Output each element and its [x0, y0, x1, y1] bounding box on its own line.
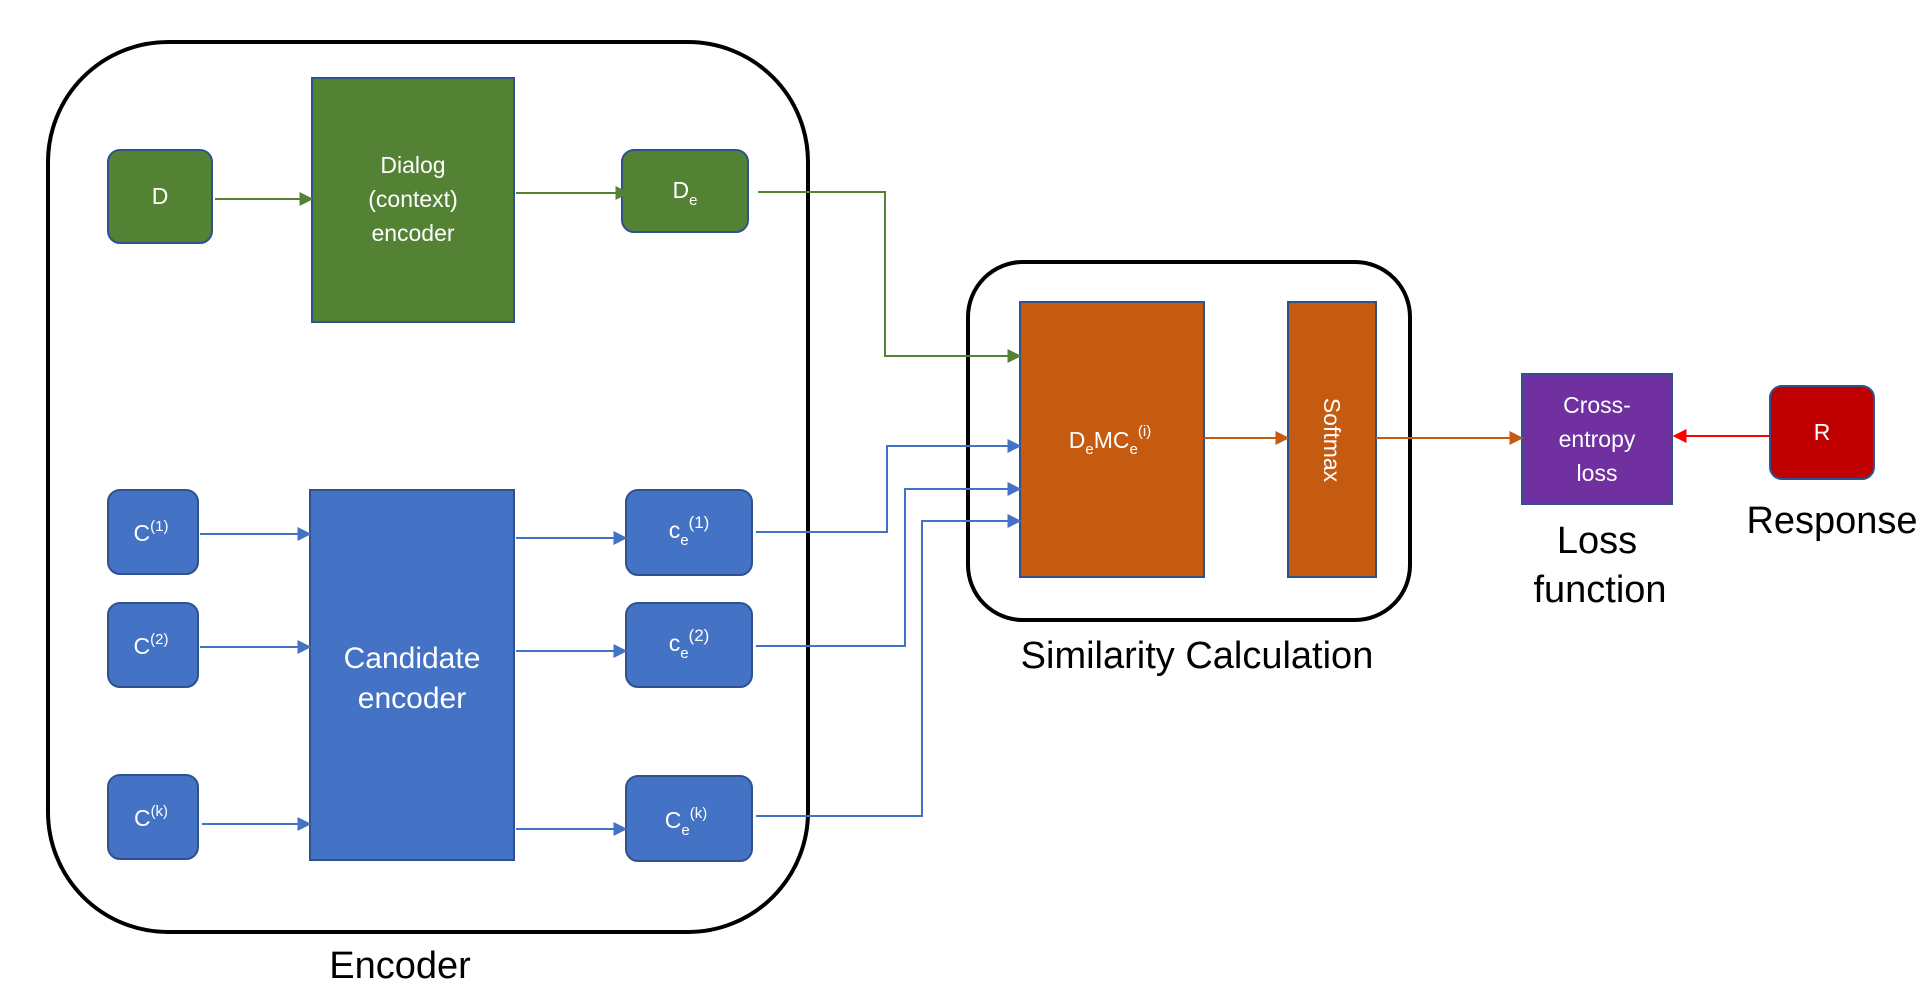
softmax-box	[1287, 301, 1377, 578]
candidate-output-sup-k: (k)	[690, 805, 708, 822]
candidate-output-box-2	[625, 602, 753, 688]
candidate-output-sup-2: (2)	[689, 626, 710, 645]
loss-box-line-1: Cross-	[1563, 392, 1631, 418]
connectors	[200, 186, 1770, 836]
encoder-group	[46, 40, 810, 934]
candidate-input-base-k: C	[134, 805, 151, 831]
candidate-input-base-1: C	[134, 520, 151, 546]
response-label: Response	[1746, 500, 1917, 542]
product-a: D	[1069, 427, 1086, 453]
candidate-output-text-1: ce(1)	[669, 513, 710, 549]
loss-label-line-2: function	[1533, 569, 1666, 611]
dialog-encoder-line-3: encoder	[371, 220, 454, 246]
arrow-ce2-to-similarity	[756, 482, 1022, 647]
loss-box-line-3: loss	[1577, 460, 1618, 486]
candidate-input-box-k	[107, 774, 199, 860]
arrow-de-to-similarity	[758, 191, 1022, 363]
candidate-input-box-1	[107, 489, 199, 575]
candidate-output-text-2: ce(2)	[669, 626, 710, 662]
candidate-input-sup-2: (2)	[150, 631, 168, 648]
candidate-input-text-1: C(1)	[134, 518, 169, 546]
candidate-output-box-1	[625, 489, 753, 576]
loss-label-line-1: Loss	[1557, 520, 1637, 562]
dialog-output-base: D	[673, 177, 690, 203]
similarity-product-box	[1019, 301, 1205, 578]
dialog-output-sub: e	[689, 192, 697, 209]
dialog-encoder-box	[311, 77, 515, 323]
candidate-output-sub-2: e	[680, 645, 688, 662]
product-b-sup: (i)	[1138, 423, 1151, 440]
candidate-input-box-2	[107, 602, 199, 688]
softmax-text: Softmax	[1319, 398, 1345, 483]
similarity-group-label: Similarity Calculation	[1021, 635, 1374, 677]
candidate-output-base-2: c	[669, 630, 681, 656]
dialog-encoder-line-2: (context)	[368, 186, 457, 212]
arrow-cek-to-similarity	[756, 514, 1022, 817]
similarity-product-text: DeMCe(i)	[1069, 423, 1151, 458]
candidate-encoder-line-1: Candidate	[344, 642, 481, 675]
similarity-group	[966, 260, 1412, 622]
response-box	[1769, 385, 1875, 480]
dialog-encoder-line-1: Dialog	[380, 152, 445, 178]
candidate-output-text-k: Ce(k)	[665, 805, 707, 839]
product-b-sub: e	[1130, 441, 1138, 458]
candidate-input-text-2: C(2)	[134, 631, 169, 659]
candidate-output-sup-1: (1)	[689, 513, 710, 532]
product-mid: MC	[1094, 427, 1130, 453]
dialog-output-text: De	[673, 177, 698, 209]
candidate-encoder-box	[309, 489, 515, 861]
dialog-input-text: D	[152, 183, 169, 209]
product-a-sub: e	[1085, 441, 1093, 458]
candidate-encoder-line-2: encoder	[358, 682, 466, 715]
response-box-text: R	[1814, 419, 1831, 445]
candidate-output-box-k	[625, 775, 753, 862]
candidate-input-text-k: C(k)	[134, 803, 168, 831]
encoder-group-label: Encoder	[329, 945, 471, 987]
dialog-input-box	[107, 149, 213, 244]
candidate-input-sup-k: (k)	[151, 803, 169, 820]
candidate-output-sub-k: e	[681, 822, 689, 839]
candidate-output-base-1: c	[669, 517, 681, 543]
candidate-output-base-k: C	[665, 807, 682, 833]
candidate-output-sub-1: e	[680, 532, 688, 549]
arrow-ce1-to-similarity	[756, 439, 1022, 533]
candidate-input-base-2: C	[134, 633, 151, 659]
loss-box-line-2: entropy	[1559, 426, 1636, 452]
candidate-input-sup-1: (1)	[150, 518, 168, 535]
